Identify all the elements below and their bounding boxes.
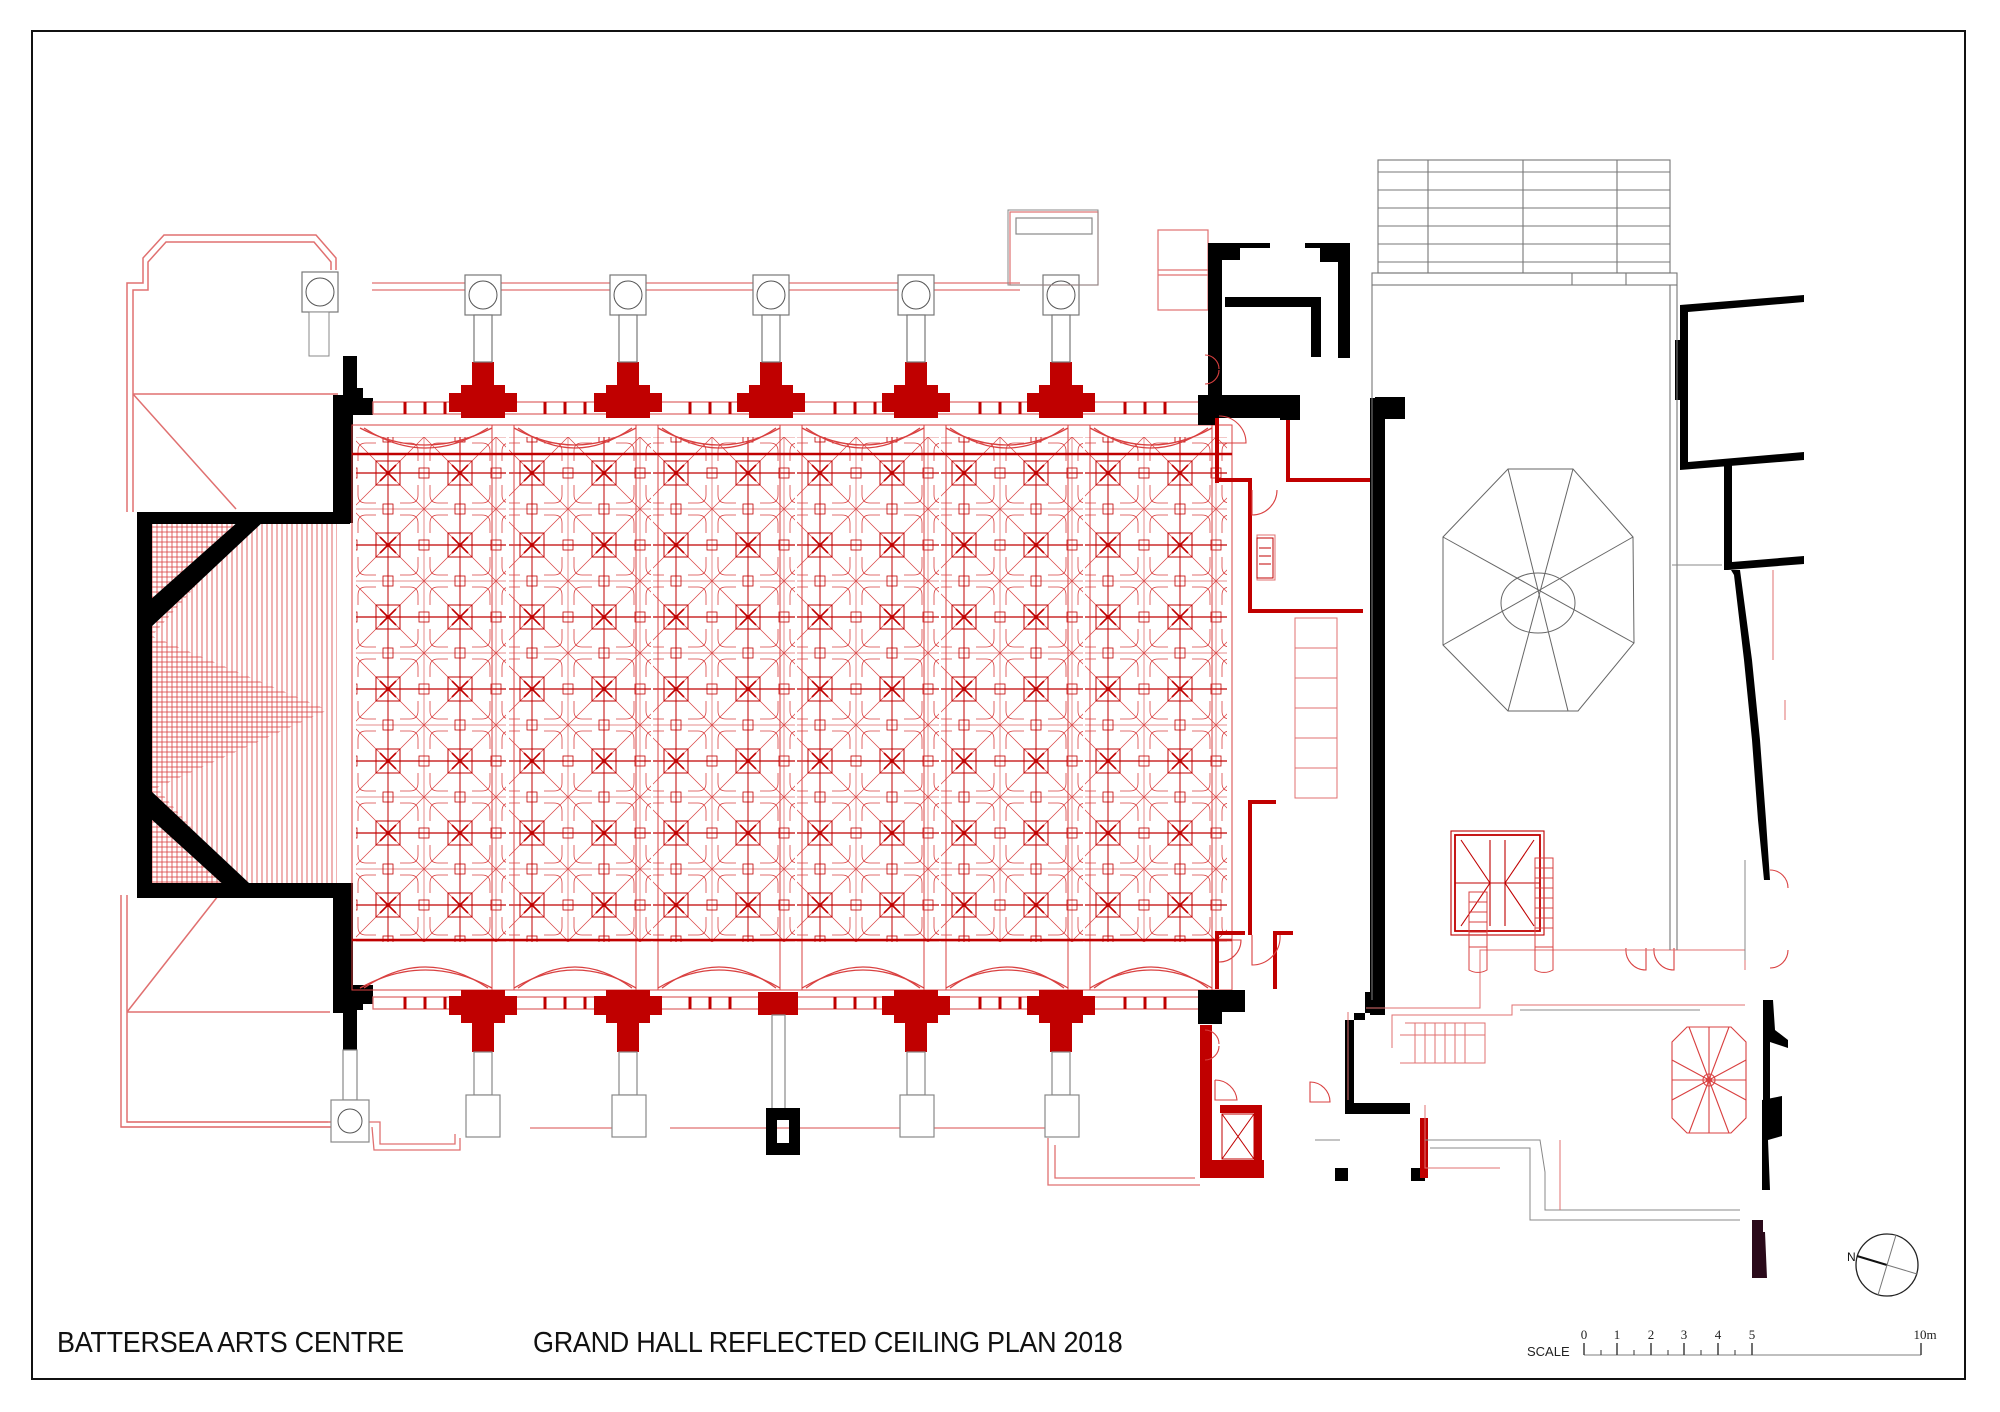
bottom-colonnade (121, 990, 1214, 1186)
scale-label: SCALE (1527, 1344, 1570, 1359)
scale-tick-1: 1 (1613, 1327, 1621, 1342)
top-columns (449, 362, 1095, 418)
scale-tick-4: 4 (1714, 1327, 1722, 1342)
stage-area (137, 512, 350, 898)
project-title: BATTERSEA ARTS CENTRE (57, 1327, 404, 1359)
dark-wall-bottom (1752, 1220, 1767, 1278)
small-stairs (1468, 857, 1554, 973)
scale-tick-3: 3 (1680, 1327, 1688, 1342)
scale-tick-10m: 10m (1913, 1327, 1937, 1342)
coffered-ceiling (351, 424, 1233, 991)
scale-bar (1583, 1343, 1922, 1356)
roof-lantern (1450, 830, 1545, 936)
scale-tick-0: 0 (1580, 1327, 1588, 1342)
doors (1204, 354, 1789, 1103)
lift-shaft (1221, 1113, 1255, 1160)
stair-box (1256, 537, 1274, 579)
north-label: N (1847, 1250, 1856, 1264)
right-wing-lines (1315, 564, 1746, 1221)
drawing-frame (31, 30, 1966, 1380)
octagonal-skylight (1442, 468, 1635, 712)
spiral-stair (1671, 1026, 1747, 1134)
scale-tick-5: 5 (1748, 1327, 1756, 1342)
top-colonnade (301, 209, 1234, 418)
top-column-1 (301, 271, 339, 357)
scale-tick-2: 2 (1647, 1327, 1655, 1342)
new-partition-walls (1200, 418, 1428, 1178)
north-arrow-icon (1855, 1233, 1919, 1297)
left-hall-wall (333, 356, 373, 1050)
right-wing-red-lines (1347, 570, 1786, 1210)
bottom-columns (449, 990, 1095, 1052)
sheet-title: GRAND HALL REFLECTED CEILING PLAN 2018 (533, 1327, 1123, 1359)
roof-skylight-area (1371, 159, 1678, 1000)
top-column-bases (464, 274, 1080, 363)
east-wing-walls (1198, 243, 1804, 1190)
